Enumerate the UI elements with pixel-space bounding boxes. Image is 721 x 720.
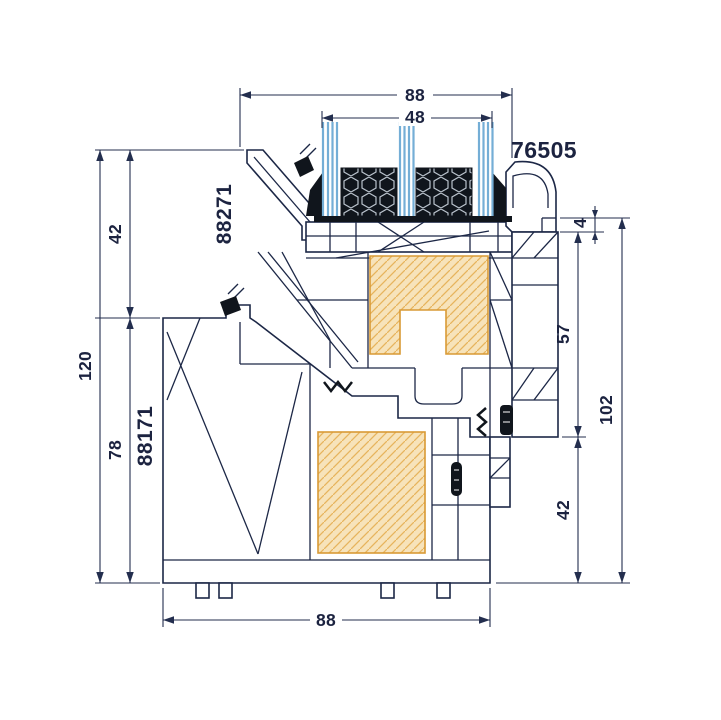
steel-reinforcements	[317, 255, 489, 554]
bead-screw	[294, 156, 314, 177]
center-gasket-zigzag	[323, 379, 353, 394]
dim-left-lower: 78	[105, 440, 125, 460]
dim-left-total: 120	[75, 351, 95, 381]
steel-reinforcement-sash	[369, 255, 489, 355]
dim-glazing-width: 48	[405, 107, 425, 127]
glass-unit	[321, 122, 494, 216]
dim-left-upper: 42	[105, 224, 125, 244]
dim-bottom-overall: 88	[316, 610, 336, 630]
spacer-gasket-2	[415, 167, 473, 217]
glass-gasket-left	[306, 172, 323, 216]
screw-highlights	[454, 411, 510, 491]
right-column	[511, 231, 559, 438]
glass-pane-inner	[477, 122, 494, 216]
frame-foot	[436, 582, 451, 599]
part-label-bead: 76505	[511, 137, 577, 163]
dim-top-overall: 88	[405, 85, 425, 105]
gaskets-and-screws	[220, 156, 513, 496]
steel-reinforcement-frame	[317, 431, 426, 554]
glass-pane-middle	[398, 122, 415, 216]
column-screw-boss	[500, 405, 513, 435]
profile-internal-webs	[163, 143, 559, 561]
glass-bottom-seal	[314, 216, 512, 222]
dim-right-step: 4	[570, 218, 590, 228]
rebate-gasket-zigzag	[476, 407, 488, 437]
part-label-frame: 88171	[134, 406, 157, 466]
dim-right-sash: 57	[553, 324, 573, 344]
interlock-screw	[220, 296, 241, 316]
glazing-bridge	[305, 221, 513, 253]
frame-foot	[195, 582, 210, 599]
frame-screw-channel	[451, 462, 462, 496]
dimension-lines	[95, 85, 630, 629]
part-label-sash: 88271	[213, 184, 236, 244]
dim-right-lower: 42	[553, 500, 573, 520]
foam-gaskets	[323, 379, 488, 437]
glass-gasket-right	[492, 172, 506, 216]
dimension-texts: 88 48 88 42 120 78 4 57 102 42 76505 882…	[75, 85, 616, 630]
dim-right-total: 102	[596, 395, 616, 425]
frame-foot	[380, 582, 395, 599]
right-sub-column	[489, 436, 511, 508]
glass-pane-outer	[321, 122, 339, 216]
spacer-gasket-1	[340, 167, 398, 217]
glazing-spacer-gaskets	[340, 167, 473, 217]
frame-foot	[218, 582, 233, 599]
